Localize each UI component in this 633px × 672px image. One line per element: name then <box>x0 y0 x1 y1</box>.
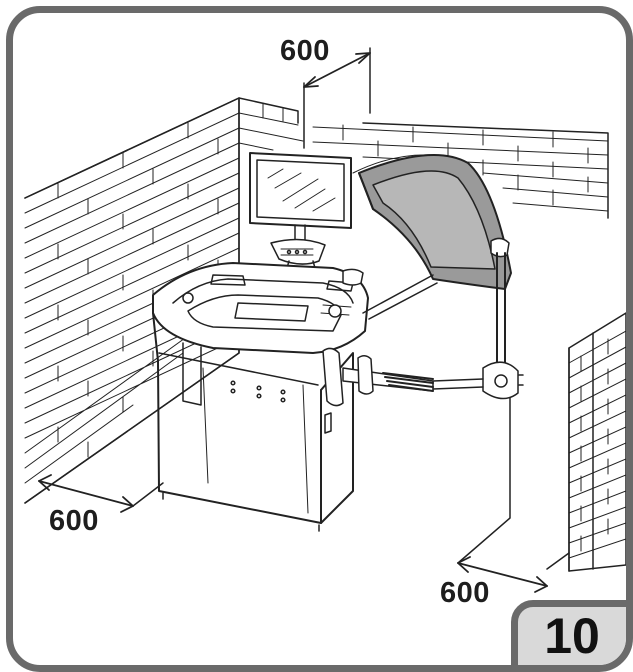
wheel-balancer-installation-diagram <box>24 47 626 593</box>
monitor <box>249 152 352 276</box>
wheel-shaft <box>322 347 434 407</box>
wheel-guard <box>352 154 524 400</box>
right-brick-pillar <box>568 312 626 572</box>
figure-number: 10 <box>544 608 600 664</box>
figure-number-badge: 10 <box>511 600 626 665</box>
top-clearance-label: 600 <box>280 35 330 67</box>
top-clearance-dimension <box>303 47 371 149</box>
back-brick-wall <box>238 97 609 219</box>
balancer-cabinet <box>152 262 369 532</box>
figure-frame: 600 600 600 10 <box>6 6 633 672</box>
right-clearance-dimension <box>457 392 570 593</box>
left-clearance-label: 600 <box>49 505 99 537</box>
right-clearance-label: 600 <box>440 577 490 609</box>
